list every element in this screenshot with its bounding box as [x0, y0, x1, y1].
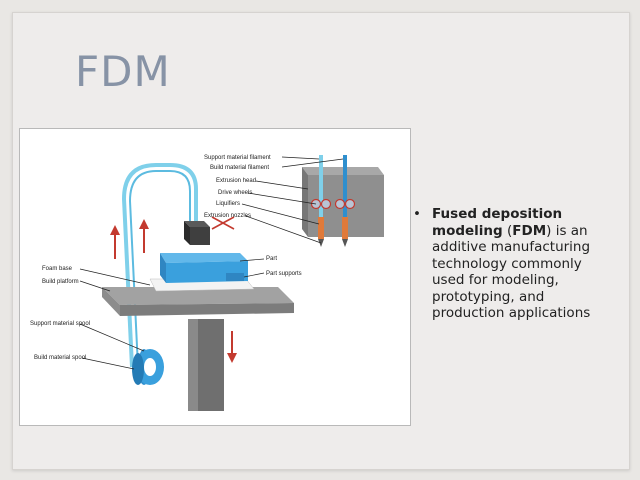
label-extrusion-nozzles: Extrusion nozzles: [204, 213, 251, 219]
label-liquifiers: Liquifiers: [216, 201, 240, 207]
label-part-supports: Part supports: [266, 271, 302, 277]
bullet-list: • Fused deposition modeling (FDM) is an …: [413, 206, 603, 322]
bullet-abbr: FDM: [512, 222, 547, 239]
filament-loop-inner: [128, 170, 191, 368]
bullet-rest: ) is an additive manufacturing technolog…: [432, 222, 591, 322]
fdm-diagram-svg: Support material filament Build material…: [30, 155, 384, 411]
label-build-platform: Build platform: [42, 279, 79, 285]
label-support-spool: Support material spool: [30, 321, 90, 327]
bullet-marker: •: [413, 206, 421, 222]
label-foam-base: Foam base: [42, 266, 73, 272]
slide-title: FDM: [75, 47, 171, 96]
label-part: Part: [266, 256, 277, 262]
bullet-open-paren: (: [502, 222, 513, 239]
label-build-spool: Build material spool: [34, 355, 86, 361]
slide: FDM: [12, 12, 630, 470]
leader-lines: [79, 156, 344, 370]
label-support-filament: Support material filament: [204, 155, 271, 161]
label-build-filament: Build material filament: [210, 165, 269, 171]
motion-arrows: [110, 219, 237, 363]
part-shape: [160, 253, 248, 263]
fdm-diagram: Support material filament Build material…: [19, 128, 411, 426]
filament-loop: [121, 163, 198, 368]
build-material-spool: [132, 353, 144, 385]
label-drive-wheels: Drive wheels: [218, 190, 252, 196]
extrusion-head-shape: [184, 221, 210, 227]
extrusion-head-detail: [302, 155, 384, 247]
head-motion-x: [211, 216, 235, 230]
label-extrusion-head: Extrusion head: [216, 178, 256, 184]
bullet-item: • Fused deposition modeling (FDM) is an …: [413, 206, 603, 322]
build-platform-shape: [102, 287, 294, 305]
bullet-term: Fused deposition modeling: [432, 206, 563, 239]
part-supports-shape: [226, 273, 244, 281]
